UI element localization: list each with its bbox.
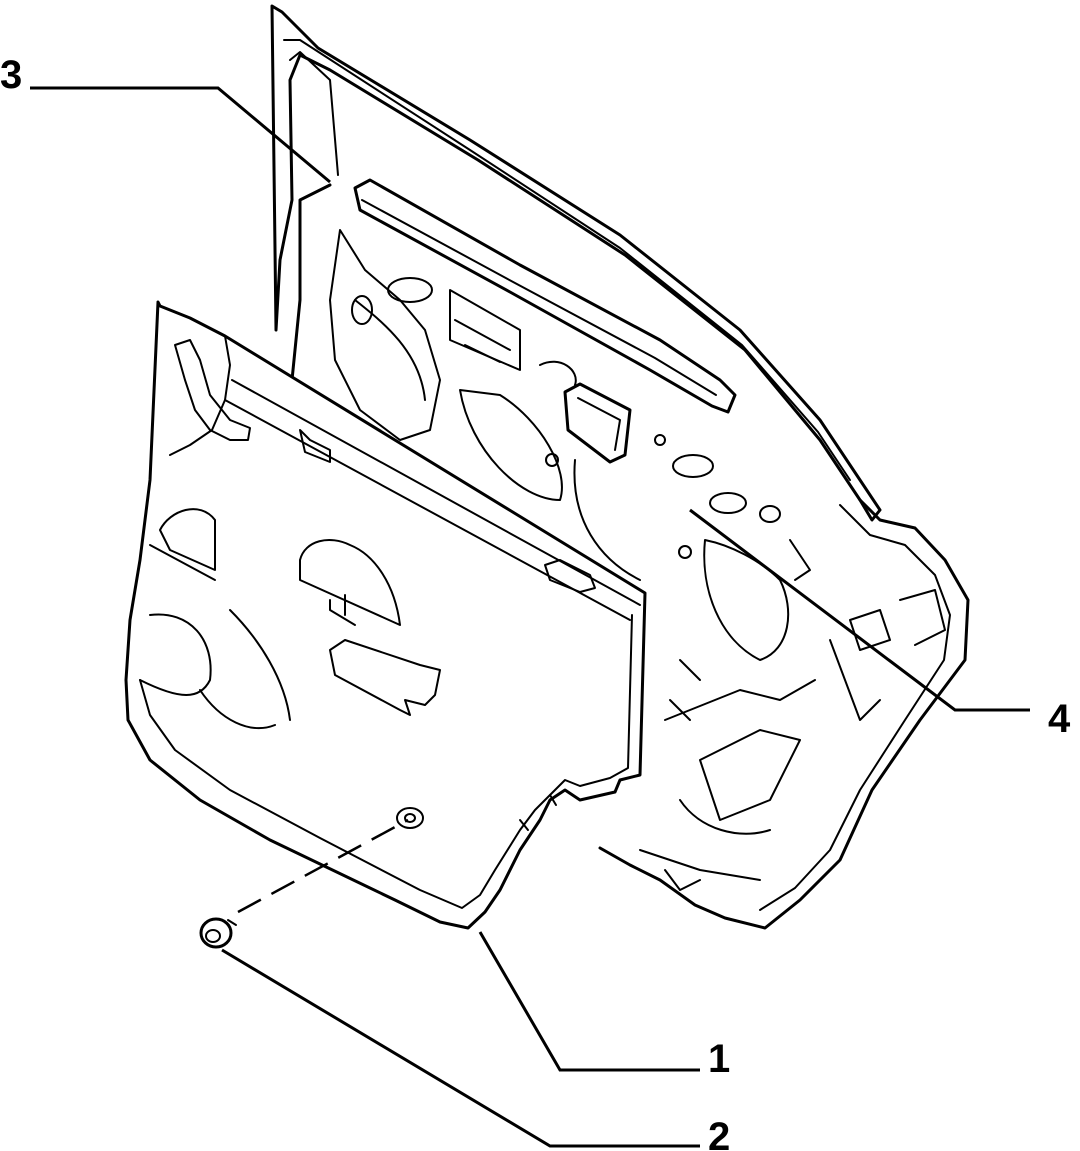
callout-2: 2 [708, 1115, 730, 1151]
door-trim-panel [124, 300, 647, 930]
door-shell [270, 4, 970, 930]
leader-line-2 [221, 948, 700, 1148]
callout-3: 3 [0, 53, 22, 97]
callout-1: 1 [708, 1037, 730, 1081]
lock-bracket [563, 382, 632, 464]
assembly-dash-line [237, 818, 409, 914]
leader-line-4 [689, 508, 1030, 712]
leader-line-3 [30, 86, 331, 184]
leader-line-1 [478, 931, 700, 1072]
callout-4: 4 [1048, 697, 1071, 741]
fastening-clip [199, 917, 237, 949]
waist-seal-strip [353, 178, 737, 414]
